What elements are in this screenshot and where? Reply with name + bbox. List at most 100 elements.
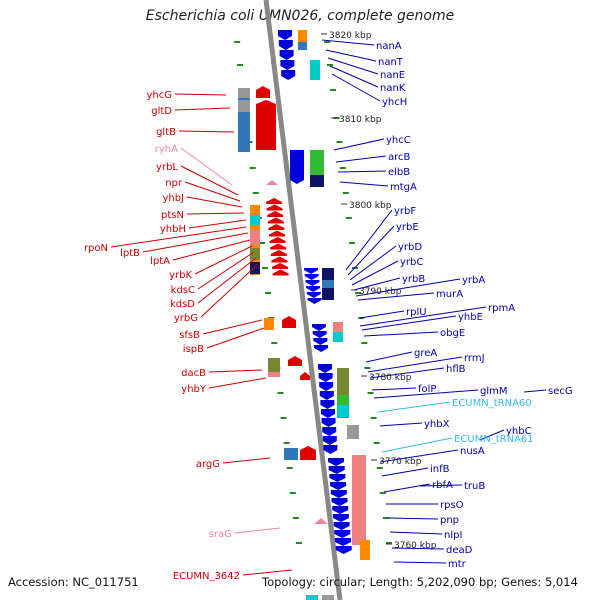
label-leader-line (383, 483, 431, 493)
forward-gene-arrow (256, 86, 270, 98)
gene-label-ryha: ryhA (155, 144, 178, 155)
reverse-gene-arrow (321, 418, 336, 427)
gene-label-rplu: rplU (406, 307, 427, 318)
label-leader-line (178, 130, 235, 133)
forward-gene-arrow (269, 237, 286, 243)
reverse-gene-arrow (318, 373, 333, 382)
label-leader-line (359, 310, 405, 319)
footer-summary: Topology: circular; Length: 5,202,090 bp… (262, 575, 578, 589)
forward-gene-arrow (266, 198, 282, 204)
forward-gene-arrow (267, 217, 284, 224)
reverse-gene-arrow (314, 345, 329, 352)
reverse-gene-arrow (306, 292, 321, 298)
label-leader-line (389, 531, 443, 535)
label-leader-line (325, 49, 377, 62)
cog-block (337, 405, 349, 417)
label-leader-line (180, 147, 233, 186)
gene-label-dead: deaD (446, 545, 473, 556)
gene-label-yhbc: yhbC (506, 426, 532, 437)
reverse-gene-arrow (331, 498, 348, 506)
gene-label-infb: infB (430, 464, 450, 475)
reverse-gene-arrow (320, 400, 335, 409)
label-leader-line (365, 351, 413, 363)
label-leader-line (188, 219, 247, 229)
gene-label-mtr: mtr (448, 559, 467, 570)
gene-label-mura: murA (436, 289, 463, 300)
gene-label-yrbc: yrbC (400, 257, 423, 268)
gene-label-gltd: gltD (151, 106, 172, 117)
label-leader-line (200, 263, 259, 318)
cog-block (298, 42, 307, 50)
gene-label-yhch: yhcH (382, 97, 407, 108)
reverse-gene-arrow (306, 286, 321, 292)
label-leader-line (184, 181, 241, 202)
gene-label-sfsb: sfsB (179, 330, 200, 341)
reverse-gene-arrow (281, 70, 296, 80)
reverse-gene-arrow (330, 490, 347, 498)
gene-label-ptsn: ptsN (161, 210, 184, 221)
cog-block (250, 248, 260, 260)
gene-label-yrbe: yrbE (396, 222, 419, 233)
gene-label-rpso: rpsO (440, 500, 464, 511)
label-leader-line (329, 65, 379, 88)
label-leader-line (337, 170, 387, 173)
label-leader-line (381, 467, 429, 477)
reverse-gene-arrow (322, 436, 337, 445)
gene-label-yhbx: yhbX (424, 419, 450, 430)
gene-label-ecumn_3642: ECUMN_3642 (173, 571, 240, 582)
gene-label-secg: secG (548, 386, 573, 397)
forward-gene-arrow (300, 446, 316, 460)
label-leader-line (335, 155, 387, 163)
gene-label-nana: nanA (376, 41, 402, 52)
reverse-gene-arrow (307, 298, 322, 304)
label-leader-line (242, 569, 293, 576)
cog-block (352, 455, 366, 545)
label-leader-line (373, 389, 479, 399)
gene-label-folp: folP (418, 384, 436, 395)
gene-label-ecumn_trna61: ECUMN_tRNA61 (454, 434, 534, 445)
gene-label-kdsd: kdsD (170, 299, 195, 310)
reverse-gene-arrow (312, 331, 327, 338)
gene-label-hflb: hflB (446, 364, 466, 375)
scale-label: 3780 kbp (369, 373, 412, 383)
label-leader-line (208, 377, 267, 389)
label-leader-line (361, 315, 457, 331)
reverse-gene-arrow (322, 427, 337, 436)
label-leader-line (180, 165, 239, 196)
reverse-gene-arrow (319, 382, 334, 391)
label-leader-line (321, 39, 375, 46)
gene-label-yhbh: yhbH (160, 224, 186, 235)
reverse-gene-arrow (328, 458, 344, 466)
label-leader-line (234, 527, 281, 534)
gene-label-yrbb: yrbB (402, 274, 425, 285)
gene-label-yhby: yhbY (181, 384, 207, 395)
reverse-gene-arrow (278, 40, 293, 50)
gene-label-yhcg: yhcG (146, 90, 172, 101)
gene-label-trub: truB (464, 481, 485, 492)
forward-gene-arrow (268, 224, 285, 230)
forward-gene-arrow (266, 204, 283, 211)
reverse-gene-arrow (329, 474, 346, 482)
label-leader-line (355, 278, 461, 297)
gene-label-yrbg: yrbG (174, 313, 198, 324)
label-leader-line (206, 327, 265, 349)
cog-block (322, 280, 334, 288)
label-leader-line (357, 292, 435, 301)
gene-label-srag: sraG (209, 529, 232, 540)
label-leader-line (172, 239, 251, 261)
gene-label-ecumn_trna60: ECUMN_tRNA60 (452, 398, 532, 409)
page-title: Escherichia coli UMN026, complete genome (145, 8, 455, 24)
gene-label-nant: nanT (378, 57, 404, 68)
cog-blocks (238, 30, 370, 600)
label-leader-line (353, 277, 401, 291)
gene-label-rpon: rpoN (84, 243, 108, 254)
reverse-gene-arrow (334, 530, 351, 538)
gene-label-yrbk: yrbK (169, 270, 192, 281)
label-leader-line (391, 547, 445, 550)
gene-arrows (256, 30, 352, 554)
label-leader-line (363, 331, 439, 337)
gene-label-pnp: pnp (440, 515, 459, 526)
gene-label-rrmj: rrmJ (464, 353, 485, 364)
